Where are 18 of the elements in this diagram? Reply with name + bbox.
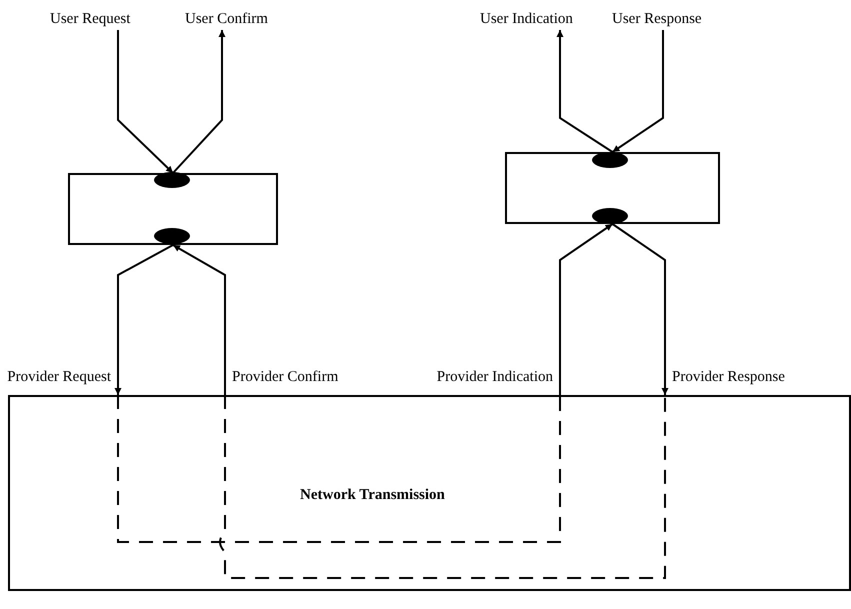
network-box <box>8 395 851 591</box>
arrow <box>612 223 668 395</box>
arrow <box>556 30 614 153</box>
edge-label: Provider Response <box>670 368 787 386</box>
arrow <box>172 244 226 395</box>
primitive-label: User Request <box>50 10 130 28</box>
arrow <box>114 244 174 395</box>
arrow <box>172 30 226 174</box>
network-title: Network Transmission <box>300 487 445 504</box>
primitive-label: User Confirm <box>185 10 268 28</box>
arrow <box>612 30 664 153</box>
layer-box <box>505 152 720 224</box>
arrow <box>559 223 614 395</box>
layer-box <box>68 173 278 245</box>
edge-label: Provider Request <box>5 368 113 386</box>
primitive-label: User Indication <box>480 10 573 28</box>
arrow <box>117 30 174 174</box>
primitive-label: User Response <box>612 10 702 28</box>
